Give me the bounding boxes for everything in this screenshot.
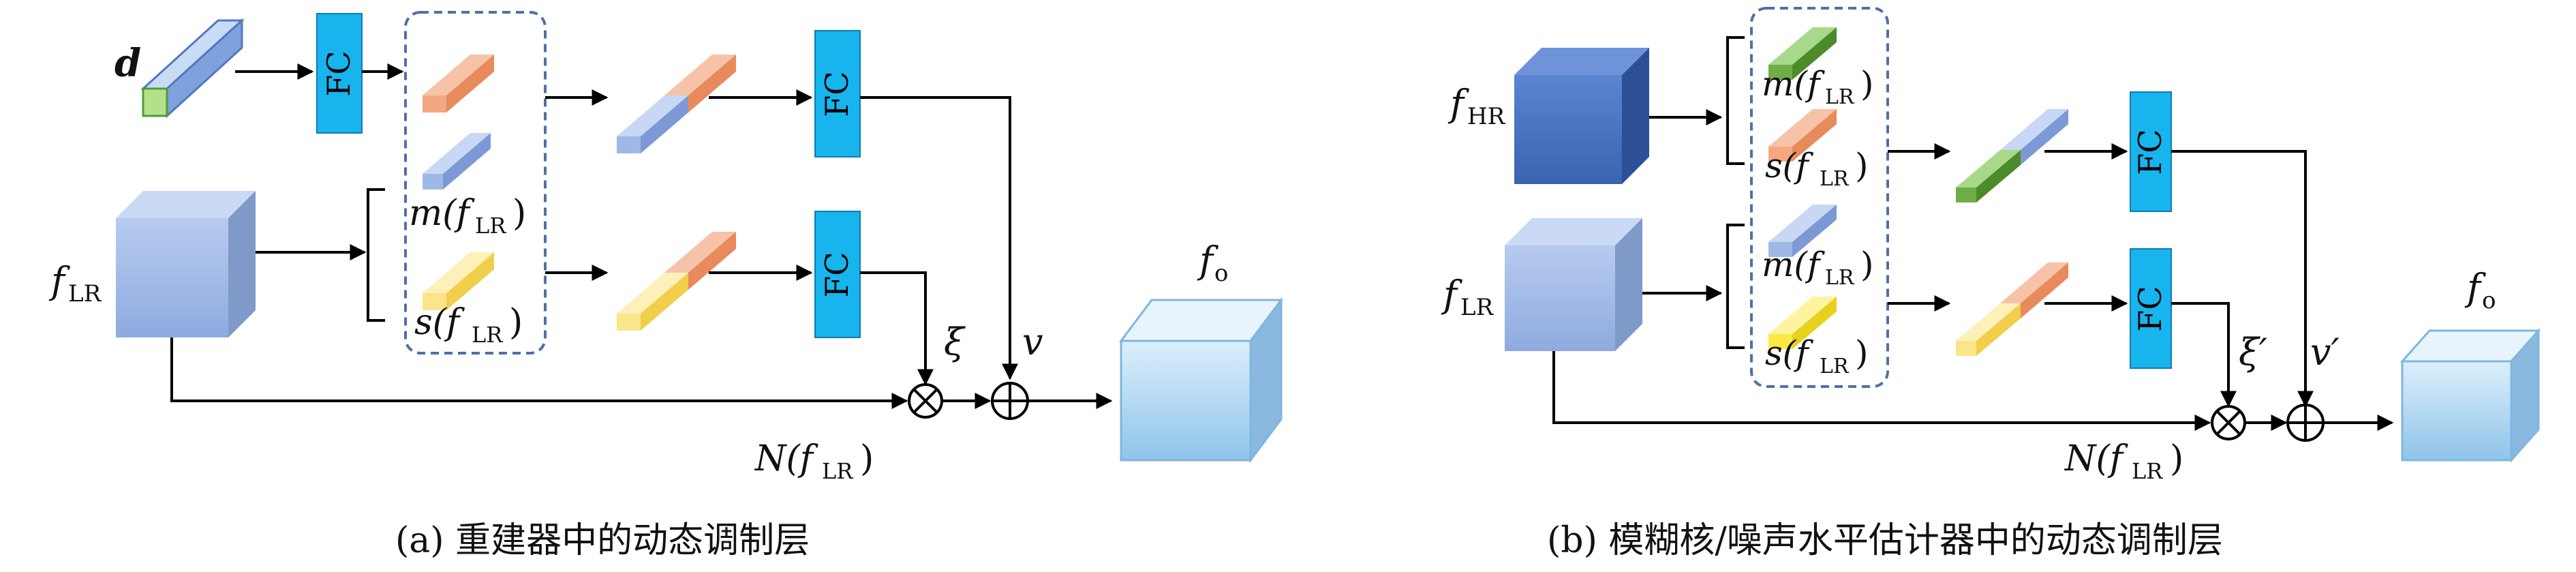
m-flr-label-b1: m(f [1762, 64, 1825, 104]
add-operator-b [2286, 404, 2325, 442]
output-cube-b [2399, 328, 2541, 463]
s-flr-label: s(f [414, 302, 465, 343]
m-flr-close: ) [512, 193, 526, 234]
f-lr-cube-b [1505, 218, 1642, 351]
n-flr-sub-b: LR [2132, 458, 2163, 484]
m-flr-label-b2: m(f [1762, 245, 1825, 284]
combined-bar-yellow-orange [617, 232, 736, 331]
fc-block-v: FC [814, 30, 861, 157]
f-o-sub-b: o [2482, 287, 2496, 314]
v-label: v [1022, 320, 1043, 363]
fc-block-v-b: FC [2130, 91, 2172, 212]
combined-bar-blue-orange [617, 55, 736, 153]
xi-label: ξ [944, 320, 966, 363]
fc-block-xi-b: FC [2130, 248, 2172, 369]
add-operator [991, 382, 1029, 420]
arrow-fc-to-plus [860, 96, 1018, 380]
arrow-fc-to-plus-b [2171, 150, 2314, 408]
s-flr-close: ) [509, 302, 523, 343]
m-flr-label: m(f [409, 193, 475, 234]
s-flr-label-b1: s(f [1765, 146, 1813, 185]
n-flr-label-b: N(f [2064, 438, 2128, 479]
combined-bar-yellow-orange-b [1956, 262, 2068, 356]
f-lr-sub-b: LR [1460, 294, 1494, 321]
arrow-fc-to-times [860, 271, 934, 386]
f-lr-label-b: f [1441, 273, 1462, 316]
arrow-flr-to-times-b [1552, 351, 2211, 431]
panel-b: f HR f LR m(f LR ) s(f LR [1441, 7, 2541, 561]
f-lr-sub: LR [68, 280, 102, 307]
dashed-group-box [404, 11, 547, 355]
bar-green [1768, 27, 1837, 80]
f-lr-label: f [48, 259, 70, 302]
s-flr-sub-b1: LR [1820, 167, 1850, 191]
dashed-group-box-b [1750, 7, 1889, 388]
combined-bar-green-blue [1956, 109, 2068, 202]
arrow-fc-to-times-b [2171, 302, 2237, 408]
split-bracket-hr [1726, 36, 1745, 165]
f-o-sub: o [1214, 260, 1228, 287]
bar-orange [423, 55, 494, 112]
fc-block-xi: FC [814, 211, 861, 338]
bar-yellow [423, 252, 494, 310]
s-flr-close-b2: ) [1855, 333, 1869, 373]
output-cube [1119, 297, 1283, 464]
bar-blue [423, 133, 491, 190]
fc-label: FC [818, 71, 855, 117]
m-flr-close-b2: ) [1860, 245, 1874, 284]
n-flr-close: ) [860, 438, 874, 479]
m-flr-sub: LR [475, 213, 506, 239]
input-d-label: d [114, 41, 141, 86]
xi-prime-label: ξ′ [2239, 331, 2267, 374]
bar-yellow-b [1768, 297, 1837, 349]
m-flr-close-b1: ) [1860, 64, 1874, 104]
fc-block: FC [316, 13, 363, 134]
fc-label: FC [2132, 286, 2168, 331]
f-hr-cube [1514, 48, 1649, 184]
caption-a: (a) 重建器中的动态调制层 [395, 520, 810, 561]
n-flr-sub: LR [822, 458, 853, 484]
s-flr-sub-b2: LR [1820, 355, 1850, 378]
bar-blue-b [1768, 205, 1837, 257]
f-lr-cube [116, 191, 256, 337]
caption-b: (b) 模糊核/噪声水平估计器中的动态调制层 [1547, 520, 2223, 561]
s-flr-close-b1: ) [1855, 146, 1869, 185]
arrow-flr-to-times [170, 337, 908, 409]
n-flr-label: N(f [754, 438, 818, 479]
n-flr-close-b: ) [2170, 438, 2183, 479]
split-bracket [367, 188, 385, 322]
s-flr-label-b2: s(f [1765, 333, 1813, 373]
multiply-operator [908, 383, 943, 419]
s-flr-sub: LR [472, 322, 503, 348]
multiply-operator-b [2211, 405, 2246, 440]
m-flr-sub-b2: LR [1825, 266, 1855, 290]
f-hr-label: f [1447, 82, 1469, 125]
m-flr-sub-b1: LR [1825, 85, 1855, 109]
v-prime-label: v′ [2310, 331, 2340, 374]
fc-label: FC [2132, 129, 2168, 175]
bar-orange-b [1768, 109, 1837, 162]
split-bracket-lr [1726, 224, 1745, 349]
input-d-prism [140, 18, 245, 119]
panel-a: d FC f LR [48, 11, 1283, 561]
fc-label: FC [818, 252, 855, 297]
fc-label: FC [320, 50, 357, 96]
f-hr-sub: HR [1467, 103, 1506, 130]
